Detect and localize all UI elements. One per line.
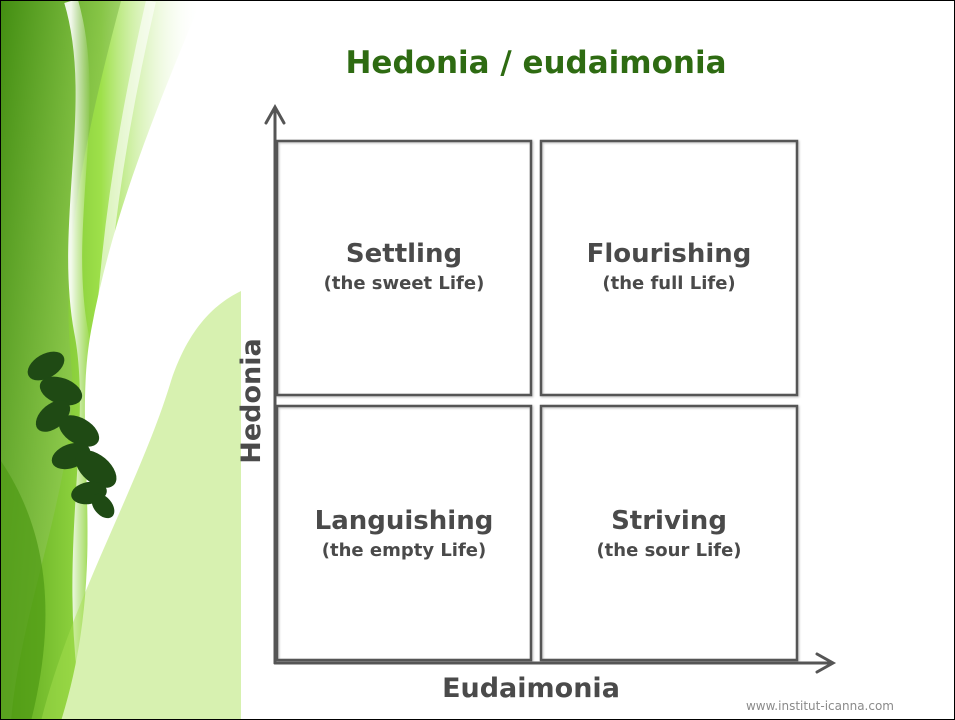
quadrant-subtitle: (the empty Life) (277, 538, 531, 564)
quadrant-bottom-right: Striving (the sour Life) (541, 504, 797, 564)
quadrant-title: Languishing (277, 504, 531, 538)
quadrant-subtitle: (the full Life) (541, 271, 797, 297)
source-url: www.institut-icanna.com (746, 699, 894, 713)
quadrant-subtitle: (the sweet Life) (277, 271, 531, 297)
quadrant-title: Striving (541, 504, 797, 538)
x-axis-label: Eudaimonia (381, 673, 681, 704)
quadrant-title: Flourishing (541, 237, 797, 271)
quadrant-top-left: Settling (the sweet Life) (277, 237, 531, 297)
y-axis-label: Hedonia (235, 301, 269, 501)
quadrant-title: Settling (277, 237, 531, 271)
quadrant-subtitle: (the sour Life) (541, 538, 797, 564)
quadrant-top-right: Flourishing (the full Life) (541, 237, 797, 297)
quadrant-bottom-left: Languishing (the empty Life) (277, 504, 531, 564)
